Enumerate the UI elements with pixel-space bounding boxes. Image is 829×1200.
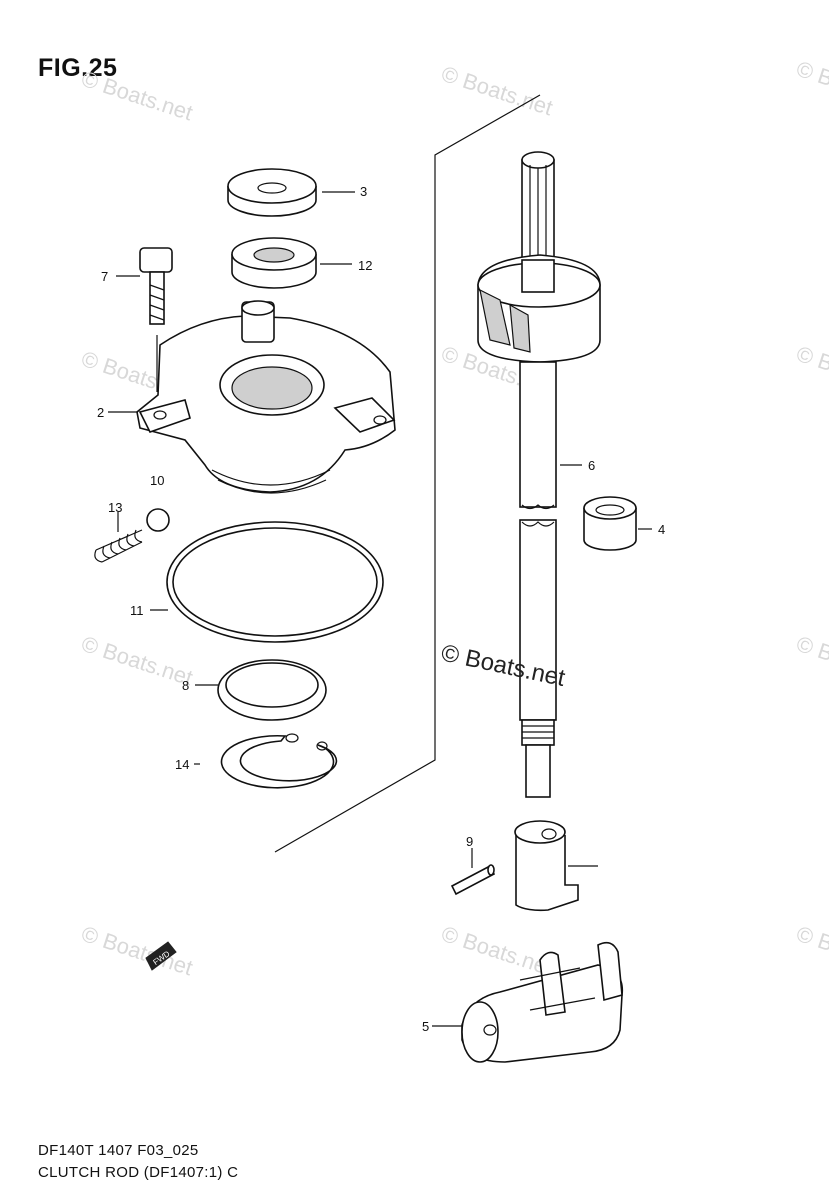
watermark: © Boats.net bbox=[793, 921, 829, 980]
check-ball bbox=[146, 508, 170, 532]
callout-4: 4 bbox=[658, 522, 665, 537]
part-2-housing bbox=[136, 300, 396, 494]
callout-2: 2 bbox=[97, 405, 104, 420]
watermark: © Boats.net bbox=[793, 631, 829, 690]
callout-9: 9 bbox=[466, 834, 473, 849]
watermark: © Boats.net bbox=[793, 56, 829, 115]
part-9-pin bbox=[450, 864, 496, 896]
part-6-clutch-rod bbox=[477, 151, 601, 798]
watermark: © Boats.net bbox=[78, 921, 195, 980]
part-14-circlip bbox=[220, 733, 338, 789]
callout-5: 5 bbox=[422, 1019, 429, 1034]
part-13-spring bbox=[94, 529, 143, 563]
assembly-boundary bbox=[274, 94, 541, 853]
callout-7: 7 bbox=[101, 269, 108, 284]
callout-12: 12 bbox=[358, 258, 372, 273]
watermark: © Boats.net bbox=[438, 61, 555, 120]
callout-6: 6 bbox=[588, 458, 595, 473]
callout-10: 10 bbox=[150, 473, 164, 488]
callout-13: 13 bbox=[108, 500, 122, 515]
part-3-washer bbox=[227, 168, 317, 217]
part-7-bolt bbox=[139, 247, 173, 325]
watermark: © Boats.net bbox=[438, 921, 555, 980]
callout-11: 11 bbox=[130, 603, 144, 618]
callout-8: 8 bbox=[182, 678, 189, 693]
part-4-collar bbox=[583, 496, 637, 551]
figure-title: FIG.25 bbox=[38, 54, 118, 82]
part-12-oil-seal bbox=[231, 237, 317, 289]
footer-code: DF140T 1407 F03_025 bbox=[38, 1142, 199, 1159]
watermark-group: © Boats.net © Boats.net © Boats.net © Bo… bbox=[78, 56, 829, 980]
part-shifter bbox=[514, 820, 579, 912]
footer-caption: CLUTCH ROD (DF1407:1) C bbox=[38, 1164, 239, 1181]
watermark: © Boats.net bbox=[78, 631, 195, 690]
callout-3: 3 bbox=[360, 184, 367, 199]
watermark: © Boats.net bbox=[793, 341, 829, 400]
part-8-ring bbox=[217, 659, 327, 721]
watermark: © Boats.net bbox=[78, 66, 195, 125]
part-11-o-ring bbox=[166, 521, 384, 643]
part-5-clutch bbox=[461, 941, 624, 1063]
callout-14: 14 bbox=[175, 757, 189, 772]
